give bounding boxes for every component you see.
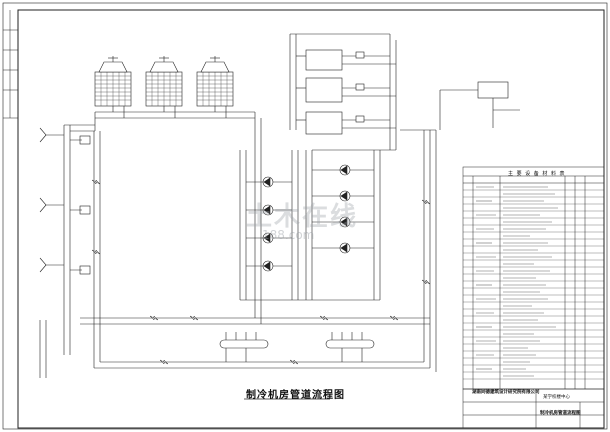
equipment-table-title: 主 要 设 备 材 料 表 <box>508 171 566 177</box>
binding-margin-strip <box>3 10 18 119</box>
title-block <box>462 388 605 429</box>
drawing-title: 制冷机房管道流程图 <box>246 390 345 401</box>
cooling-tower-group <box>94 56 255 119</box>
sheet-name: 制冷机房管道流程图 <box>540 411 581 416</box>
pump <box>246 260 292 272</box>
company-name: 湖南同德建筑设计研究院有限公司 <box>472 390 540 395</box>
pump <box>246 204 292 216</box>
pump <box>312 242 374 254</box>
pump <box>312 216 374 228</box>
equipment-table <box>462 166 605 390</box>
watermark-text: 土木在线 <box>246 202 359 232</box>
pump <box>312 190 374 202</box>
pump <box>312 164 374 176</box>
cooling-tower <box>145 56 183 107</box>
left-riser-pipes <box>39 112 96 378</box>
pump-group-left <box>239 150 299 300</box>
expansion-tank <box>439 81 520 130</box>
pump-group-right <box>240 149 396 301</box>
chiller-units <box>289 33 397 150</box>
cooling-tower <box>196 56 234 107</box>
valve-symbols <box>91 179 431 365</box>
main-loop-pipes <box>80 112 437 372</box>
pump <box>246 232 292 244</box>
distributor-headers <box>219 332 375 362</box>
pump <box>246 176 292 188</box>
cooling-tower <box>94 56 132 107</box>
watermark-subtext: 188.com <box>262 228 315 242</box>
project-name: 某学校楼中心 <box>543 395 570 400</box>
